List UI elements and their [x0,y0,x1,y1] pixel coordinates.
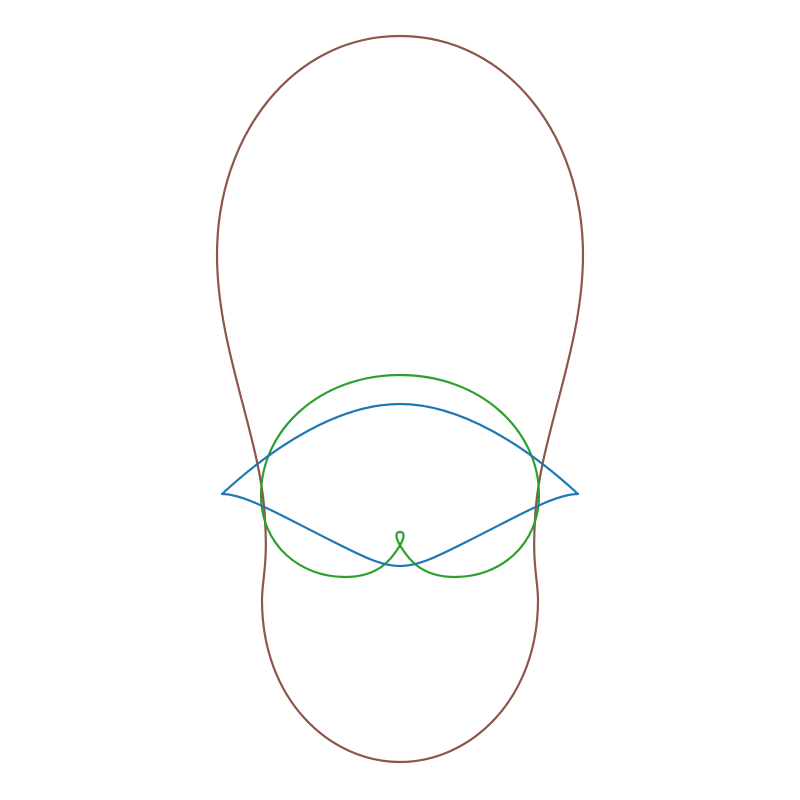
green-looped-circle [259,373,541,579]
blue-lens-curve [220,402,580,568]
brown-closed-curve [215,34,585,764]
